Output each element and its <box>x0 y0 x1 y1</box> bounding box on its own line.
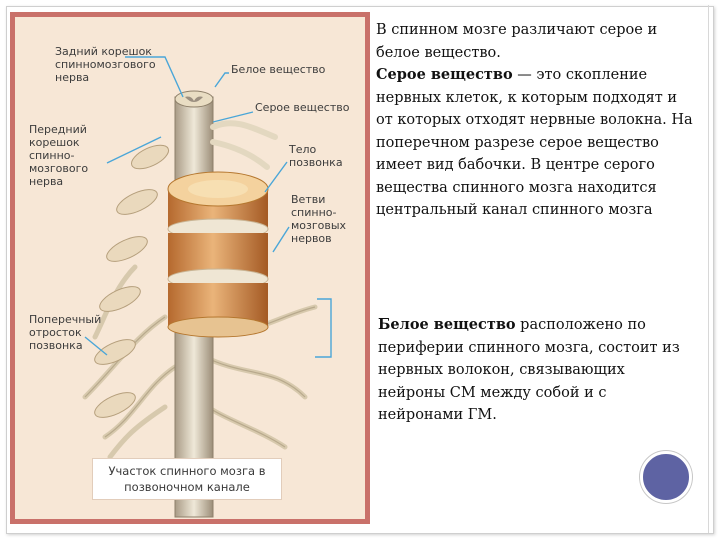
label-lines <box>84 56 332 358</box>
slide-edge <box>708 5 715 533</box>
white-matter-term: Белое вещество <box>378 316 516 333</box>
transverse-processes <box>94 144 170 418</box>
label-spinal-branches: Ветви спинно-мозговых нервов <box>291 193 347 245</box>
label-dorsal-root: Задний корешок спинномозгового нерва <box>55 45 156 84</box>
label-ventral-root: Передний корешок спинно-мозгового нерва <box>29 123 89 188</box>
gray-matter-description: — это скопление нервных клеток, к которы… <box>376 67 693 218</box>
label-transverse-process: Поперечный отросток позвонка <box>29 313 102 352</box>
gray-matter-term: Серое вещество <box>376 66 513 83</box>
vertebral-bodies <box>167 171 269 338</box>
spinal-cord-figure: Задний корешок спинномозгового нерва Пер… <box>10 12 370 524</box>
label-vertebra-body: Тело позвонка <box>289 143 343 169</box>
spine-illustration <box>82 56 332 518</box>
white-matter-paragraph: Белое вещество расположено по периферии … <box>378 314 696 427</box>
gray-matter-paragraph: В спинном мозге различают серое и белое … <box>376 19 694 222</box>
decorative-dot <box>640 451 692 503</box>
label-gray-matter: Серое вещество <box>255 101 350 114</box>
label-white-matter: Белое вещество <box>231 63 326 76</box>
figure-caption: Участок спинного мозга в позвоночном кан… <box>92 458 282 500</box>
intro-sentence: В спинном мозге различают серое и белое … <box>376 22 658 61</box>
white-matter-description: расположено по периферии спинного мозга,… <box>378 317 680 423</box>
